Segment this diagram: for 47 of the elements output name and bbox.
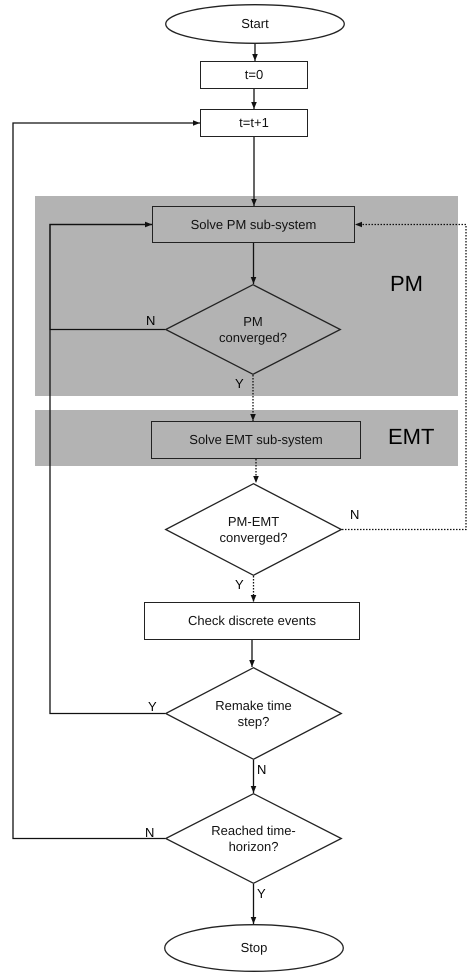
dotted-arrow [253, 459, 259, 483]
arrow [250, 884, 256, 924]
node-label: t=t+1 [239, 115, 269, 131]
edge-label: Y [148, 700, 157, 713]
node-label: Check discrete events [188, 613, 316, 629]
process-box [152, 206, 355, 243]
arrow [251, 137, 257, 206]
node-label: Solve PM sub-system [190, 216, 316, 232]
stage-band [35, 196, 458, 396]
stage-band [35, 410, 458, 466]
dotted-arrow [250, 375, 256, 421]
terminator-ellipse [164, 924, 344, 972]
node-label: Solve EMT sub-system [189, 432, 323, 448]
arrow [251, 89, 257, 109]
node-label: Remake time step? [214, 698, 293, 730]
arrow [49, 222, 165, 714]
node-label: t=0 [244, 67, 264, 83]
decision-diamond [165, 483, 342, 576]
stage-label: PM [390, 271, 423, 297]
arrow [12, 120, 200, 840]
decision-diamond [165, 793, 342, 884]
dotted-arrow [342, 222, 467, 530]
arrow [250, 243, 256, 284]
arrow [249, 640, 255, 667]
process-box [151, 421, 361, 459]
process-box [200, 61, 308, 89]
stage-label: EMT [388, 424, 434, 450]
arrow [252, 44, 258, 61]
decision-diamond [165, 667, 342, 760]
node-label: PM converged? [218, 314, 288, 346]
edge-label: N [257, 763, 266, 776]
edge-label: Y [235, 578, 244, 591]
edge-label: N [350, 508, 360, 521]
node-label: Reached time-horizon? [210, 822, 297, 854]
dotted-arrow [250, 576, 256, 602]
arrow [250, 760, 256, 793]
process-box [200, 109, 308, 137]
node-label: PM-EMT converged? [218, 514, 288, 546]
node-label: Start [241, 16, 269, 32]
edge-label: N [146, 314, 156, 327]
edge-label: Y [257, 887, 266, 900]
edge-label: N [145, 826, 154, 839]
node-label: Stop [240, 940, 268, 956]
decision-diamond [165, 284, 341, 375]
process-box [144, 602, 360, 640]
terminator-ellipse [165, 4, 345, 44]
edge-label: Y [235, 377, 244, 390]
